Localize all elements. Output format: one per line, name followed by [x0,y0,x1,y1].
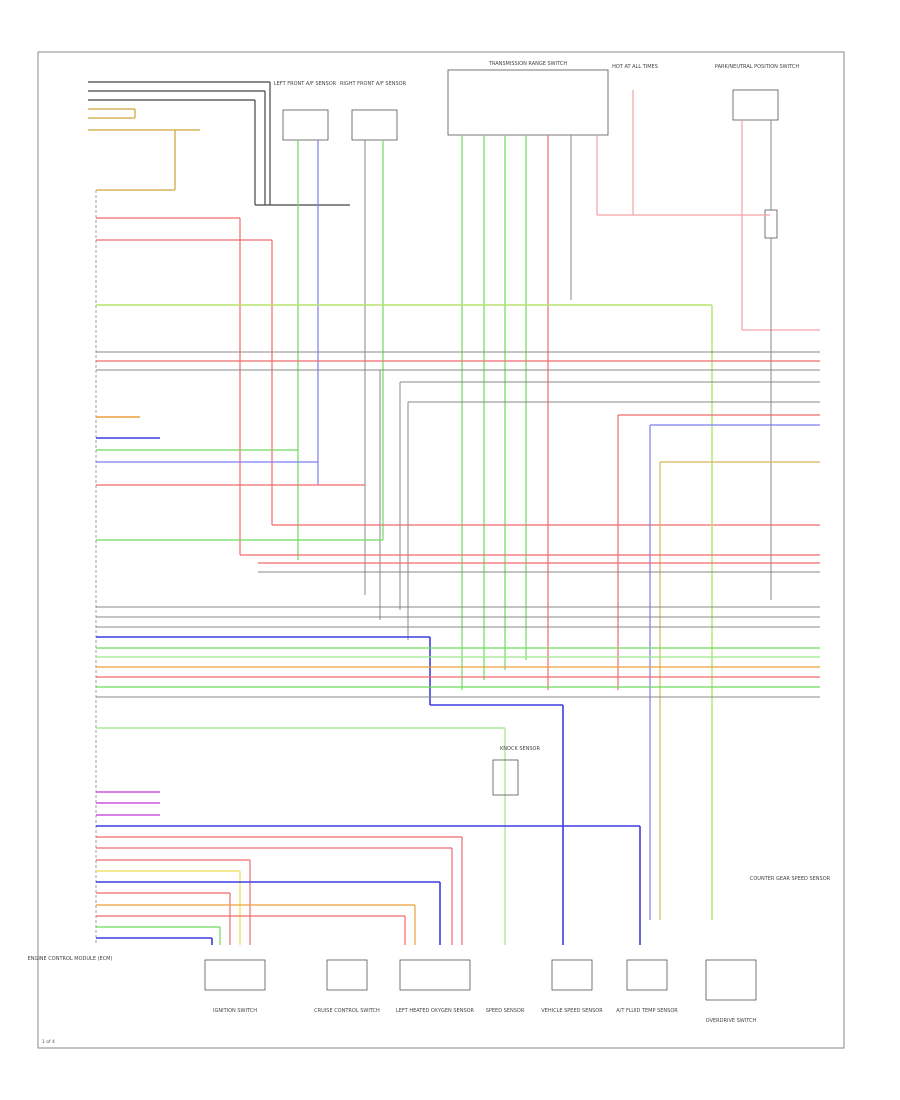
component-caption-6: CRUISE CONTROL SWITCH [314,1008,380,1014]
component-caption-4: HOT AT ALL TIMES [612,64,658,70]
component-caption-12: COUNTER GEAR SPEED SENSOR [750,876,831,882]
diagram-frame [37,51,845,1049]
component-caption-9: KNOCK SENSOR [500,746,540,752]
top-components [282,69,779,239]
component-caption-0: IGNITION SWITCH [213,1008,257,1014]
top-sensor-wires [297,90,820,690]
component-caption-5: PARK/NEUTRAL POSITION SWITCH [715,64,799,70]
component-caption-8: LEFT HEATED OXYGEN SENSOR [396,1008,475,1014]
component-caption-1: LEFT FRONT A/F SENSOR [274,81,337,87]
component-caption-13: OVERDRIVE SWITCH [706,1018,757,1024]
page-number: 1 of 4 [42,1039,55,1045]
ecm-caption: ENGINE CONTROL MODULE (ECM) [28,956,113,962]
component-caption-3: TRANSMISSION RANGE SWITCH [488,61,567,67]
component-caption-11: A/T FLUID TEMP SENSOR [616,1008,678,1014]
component-caption-7: SPEED SENSOR [486,1008,525,1014]
component-caption-10: VEHICLE SPEED SENSOR [541,1008,603,1014]
ignition-switch-pins [88,81,350,206]
component-caption-2: RIGHT FRONT A/F SENSOR [340,81,407,87]
bottom-components [204,759,757,1001]
ecm-harness [96,217,820,945]
